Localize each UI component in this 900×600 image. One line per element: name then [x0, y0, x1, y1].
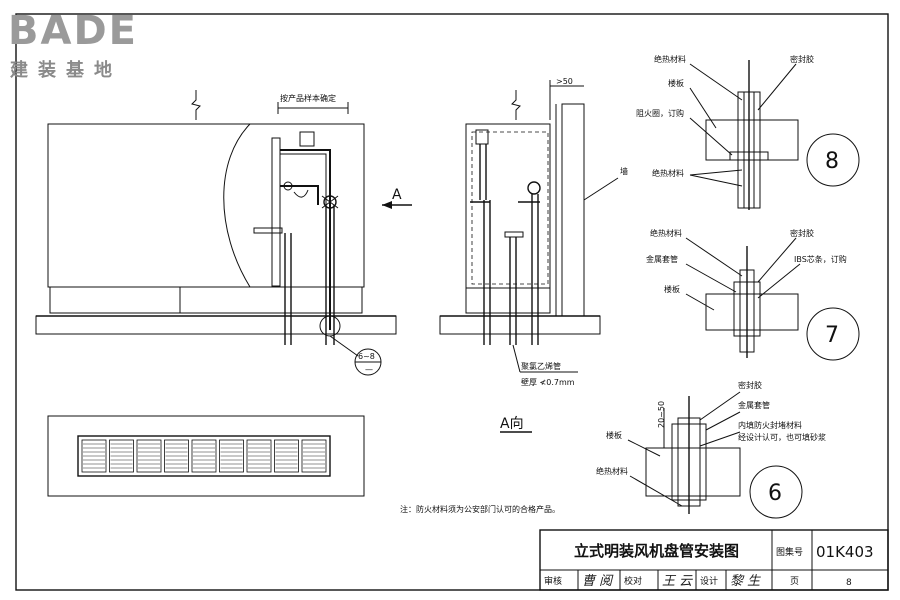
detail-7: 7 绝热材料 密封胶 金属套管 IBS芯条，订购 楼板 — [646, 228, 860, 361]
detail-6: 20~50 6 密封胶 金属套管 内填防火封堵材料 经设计认可，也可填砂浆 楼板… — [596, 380, 826, 519]
grille-cell — [136, 439, 162, 473]
logo-brand: BADE — [8, 8, 138, 54]
pipe-label-2: 壁厚 ≮0.7mm — [521, 377, 575, 387]
detail-8-number: 8 — [825, 149, 839, 174]
fire-material-note: 注：防火材料须为公安部门认可的合格产品。 — [400, 504, 560, 514]
front-view: 按产品样本确定 6~8 — A — [35, 90, 521, 376]
detail-6-fill-note-2: 经设计认可，也可填砂浆 — [738, 432, 826, 442]
side-view: >50 墙 聚氯乙烯管 壁厚 ≮0.7mm A向 — [439, 77, 628, 433]
pipe-label-1: 聚氯乙烯管 — [521, 361, 561, 371]
front-detail-ref: 6~8 — [358, 352, 375, 361]
brand-logo: BADE 建装基地 — [8, 8, 138, 81]
detail-6-insulation: 绝热材料 — [596, 466, 628, 476]
grille-cell — [274, 439, 299, 473]
grille-cell — [246, 439, 272, 473]
page-number: 8 — [846, 578, 852, 588]
detail-7-insulation: 绝热材料 — [650, 228, 682, 238]
detail-8-sealant: 密封胶 — [790, 54, 814, 64]
wall-label: 墙 — [620, 166, 628, 176]
view-arrow-label: A — [392, 187, 402, 203]
detail-6-metal-sleeve: 金属套管 — [738, 400, 770, 410]
front-detail-ref-sub: — — [365, 365, 373, 374]
grille-cell — [109, 439, 134, 473]
design-label: 设计 — [700, 575, 718, 587]
detail-8-insulation-top: 绝热材料 — [654, 54, 686, 64]
grille-view — [47, 415, 365, 497]
detail-6-sealant: 密封胶 — [738, 380, 762, 390]
drawing-title: 立式明装风机盘管安装图 — [574, 542, 739, 560]
detail-6-number: 6 — [768, 481, 782, 506]
page-label: 页 — [790, 576, 799, 587]
logo-subtitle: 建装基地 — [10, 59, 122, 81]
drawing-frame — [15, 13, 889, 591]
grille-cell — [219, 439, 244, 473]
review-signature: 曹 阅 — [582, 574, 614, 589]
atlas-code: 01K403 — [816, 543, 874, 561]
side-view-title: A向 — [500, 416, 524, 432]
review-label: 审核 — [544, 575, 562, 587]
check-signature: 王 云 — [662, 574, 693, 589]
detail-8: 8 绝热材料 密封胶 楼板 阻火圈，订购 绝热材料 — [636, 54, 860, 210]
detail-6-dim: 20~50 — [657, 401, 666, 428]
detail-8-fire-ring: 阻火圈，订购 — [636, 108, 684, 118]
grille-cell — [164, 439, 189, 473]
detail-7-number: 7 — [825, 323, 839, 348]
detail-7-ibs-strip: IBS芯条，订购 — [794, 254, 847, 264]
detail-8-insulation-bottom: 绝热材料 — [652, 168, 684, 178]
atlas-label: 图集号 — [776, 546, 803, 558]
design-signature: 黎 生 — [730, 574, 761, 589]
front-dimension-label: 按产品样本确定 — [280, 93, 336, 103]
detail-7-metal-sleeve: 金属套管 — [646, 254, 678, 264]
detail-6-fill-note-1: 内填防火封堵材料 — [738, 420, 802, 430]
grille-cell — [81, 439, 107, 473]
detail-6-floor-slab: 楼板 — [606, 430, 622, 440]
detail-7-floor-slab: 楼板 — [664, 284, 680, 294]
title-block: 立式明装风机盘管安装图 图集号 01K403 审核 曹 阅 校对 王 云 设计 … — [539, 529, 889, 591]
grille-cell — [191, 439, 217, 473]
detail-7-sealant: 密封胶 — [790, 228, 814, 238]
side-dim-label: >50 — [556, 77, 573, 86]
check-label: 校对 — [624, 575, 642, 587]
grille-cell — [301, 439, 327, 473]
detail-8-floor-slab: 楼板 — [668, 78, 684, 88]
